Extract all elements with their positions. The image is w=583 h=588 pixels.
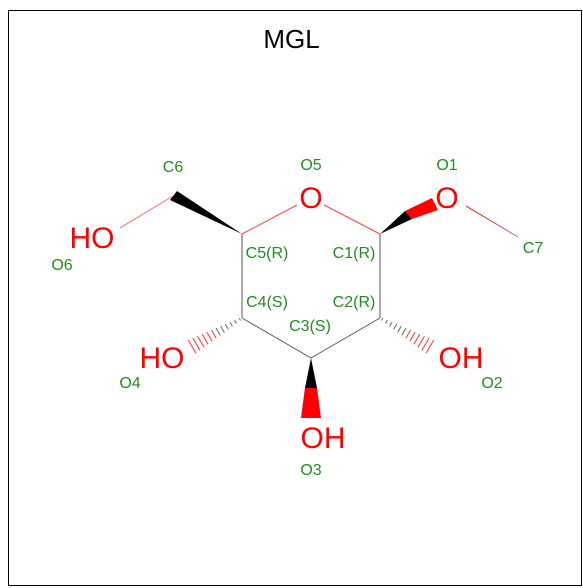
hash-o4-stroke bbox=[234, 319, 237, 324]
bond-c5-c6-wedge bbox=[170, 191, 242, 234]
bond-c5-o5 bbox=[241, 204, 298, 235]
hash-o4-stroke bbox=[206, 331, 213, 342]
label-o6: O6 bbox=[51, 257, 72, 274]
hash-o2-stroke bbox=[409, 331, 416, 342]
atom-o5: O bbox=[299, 182, 322, 215]
hash-o2-stroke bbox=[401, 327, 407, 336]
bond-c2-o2-hash bbox=[381, 317, 435, 354]
label-o4: O4 bbox=[119, 375, 140, 392]
substituent-bonds bbox=[119, 191, 519, 418]
bond-o1-c7 bbox=[465, 205, 519, 238]
hash-o2-stroke bbox=[417, 335, 425, 348]
label-o3: O3 bbox=[300, 462, 321, 479]
bond-c3-o3-wedge-black bbox=[305, 358, 317, 388]
hash-o4-stroke bbox=[197, 335, 205, 348]
atom-o1: O bbox=[435, 182, 458, 215]
atom-o6: HO bbox=[70, 222, 115, 255]
label-c6: C6 bbox=[163, 159, 184, 176]
label-c3: C3(S) bbox=[289, 318, 331, 335]
hash-o4-stroke bbox=[201, 333, 209, 345]
atom-o4: HO bbox=[140, 342, 185, 375]
bond-c6-o6 bbox=[119, 195, 174, 229]
hash-o2-stroke bbox=[381, 317, 384, 321]
hash-o2-stroke bbox=[397, 325, 402, 333]
hash-o2-stroke bbox=[389, 321, 393, 327]
label-c5: C5(R) bbox=[246, 245, 289, 262]
hash-o2-stroke bbox=[405, 329, 411, 339]
hash-o4-stroke bbox=[229, 321, 233, 327]
bond-c1-o1-wedge-red bbox=[405, 198, 438, 219]
hash-o4-stroke bbox=[238, 317, 241, 321]
hash-o2-stroke bbox=[385, 319, 388, 324]
bond-c3-o3-wedge-red bbox=[301, 388, 321, 418]
hash-o4-stroke bbox=[224, 323, 229, 330]
annotation-labels: C6 O5 O1 C7 O6 C5(R) C1(R) C4(S) C2(R) C… bbox=[51, 157, 543, 479]
bond-c3-c4 bbox=[241, 317, 312, 359]
label-o1: O1 bbox=[436, 157, 457, 174]
hash-o4-stroke bbox=[187, 339, 197, 354]
image-frame bbox=[8, 10, 582, 586]
bond-c4-o4-hash bbox=[187, 317, 241, 354]
hash-o4-stroke bbox=[192, 337, 201, 351]
hash-o2-stroke bbox=[425, 339, 435, 354]
label-c7: C7 bbox=[523, 240, 544, 257]
label-o5: O5 bbox=[300, 157, 321, 174]
bond-o5-c1 bbox=[323, 204, 381, 235]
label-c2: C2(R) bbox=[333, 294, 376, 311]
label-c1: C1(R) bbox=[333, 245, 376, 262]
ring-bonds bbox=[241, 204, 381, 359]
bond-c2-c3 bbox=[310, 317, 381, 359]
hash-o2-stroke bbox=[421, 337, 430, 351]
molecule-title: MGL bbox=[263, 24, 320, 54]
atom-o2: OH bbox=[439, 342, 484, 375]
label-o2: O2 bbox=[481, 375, 502, 392]
atom-labels: O O HO HO OH OH bbox=[70, 182, 484, 455]
hash-o4-stroke bbox=[215, 327, 221, 336]
hash-o2-stroke bbox=[413, 333, 421, 345]
label-c4: C4(S) bbox=[246, 294, 288, 311]
atom-o3: OH bbox=[301, 422, 346, 455]
hash-o4-stroke bbox=[211, 329, 217, 339]
bond-c1-o1-wedge-black bbox=[380, 211, 412, 234]
hash-o2-stroke bbox=[393, 323, 398, 330]
hash-o4-stroke bbox=[220, 325, 225, 333]
